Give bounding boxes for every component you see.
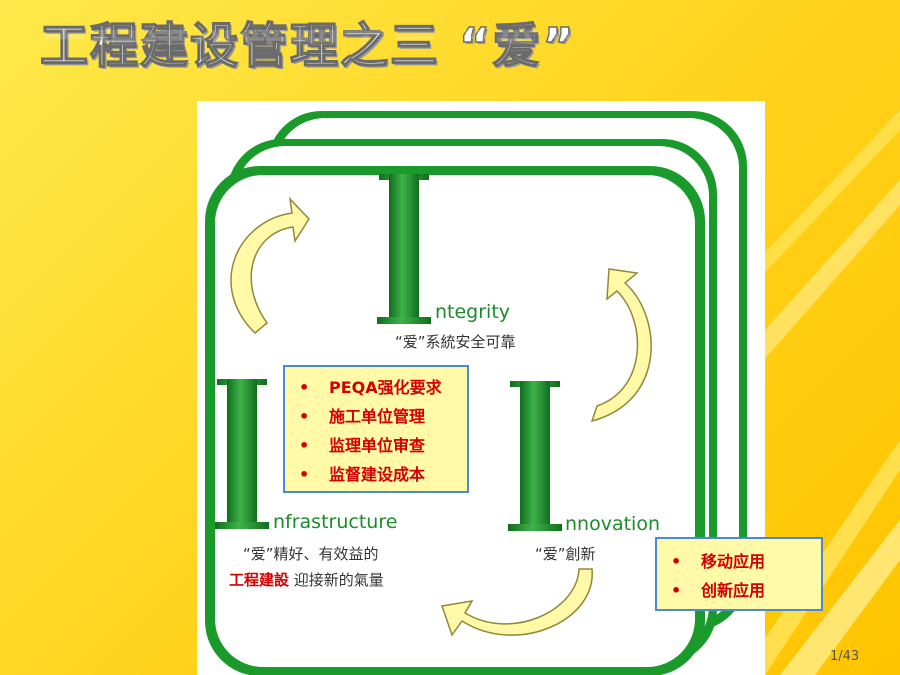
- diagram-panel: ntegrity “爱”系統安全可靠 nfrastructure “爱”精好、有…: [197, 101, 765, 675]
- infrastructure-caption-rest: 迎接新的氣量: [289, 571, 384, 589]
- page-number: 1/43: [830, 649, 860, 664]
- letter-i-integrity: [377, 174, 431, 324]
- cycle-arrow-top-left: [230, 196, 310, 335]
- slide-title-reflection: 工程建设管理之三 “爱”: [40, 30, 576, 60]
- cycle-arrow-right: [590, 268, 652, 423]
- list-item: •创新应用: [671, 581, 766, 600]
- slide-title: 工程建设管理之三 “爱”: [39, 17, 576, 75]
- list-item: •移动应用: [671, 552, 766, 571]
- left-requirements-box: •PEQA强化要求 •施工单位管理 •监理单位审查 •监督建设成本: [283, 365, 469, 493]
- cycle-arrow-bottom: [441, 568, 593, 637]
- diagram-frame: [205, 111, 747, 675]
- innovation-word: nnovation: [565, 513, 660, 535]
- list-item: •监督建设成本: [299, 465, 426, 484]
- list-item: •施工单位管理: [299, 407, 426, 426]
- list-item: •监理单位审查: [299, 436, 426, 455]
- integrity-word: ntegrity: [435, 301, 511, 323]
- infrastructure-caption-line2: 工程建設 迎接新的氣量: [229, 569, 384, 590]
- infrastructure-caption-red: 工程建設: [229, 571, 290, 589]
- list-item: •PEQA强化要求: [299, 378, 442, 397]
- infrastructure-caption-line1: “爱”精好、有效益的: [243, 545, 379, 563]
- infrastructure-word: nfrastructure: [273, 511, 398, 533]
- integrity-caption: “爱”系統安全可靠: [395, 333, 516, 351]
- letter-i-infrastructure: [215, 379, 269, 529]
- innovation-caption: “爱”創新: [535, 545, 596, 563]
- letter-i-innovation: [508, 381, 562, 531]
- right-innovation-box: •移动应用 •创新应用: [655, 537, 823, 611]
